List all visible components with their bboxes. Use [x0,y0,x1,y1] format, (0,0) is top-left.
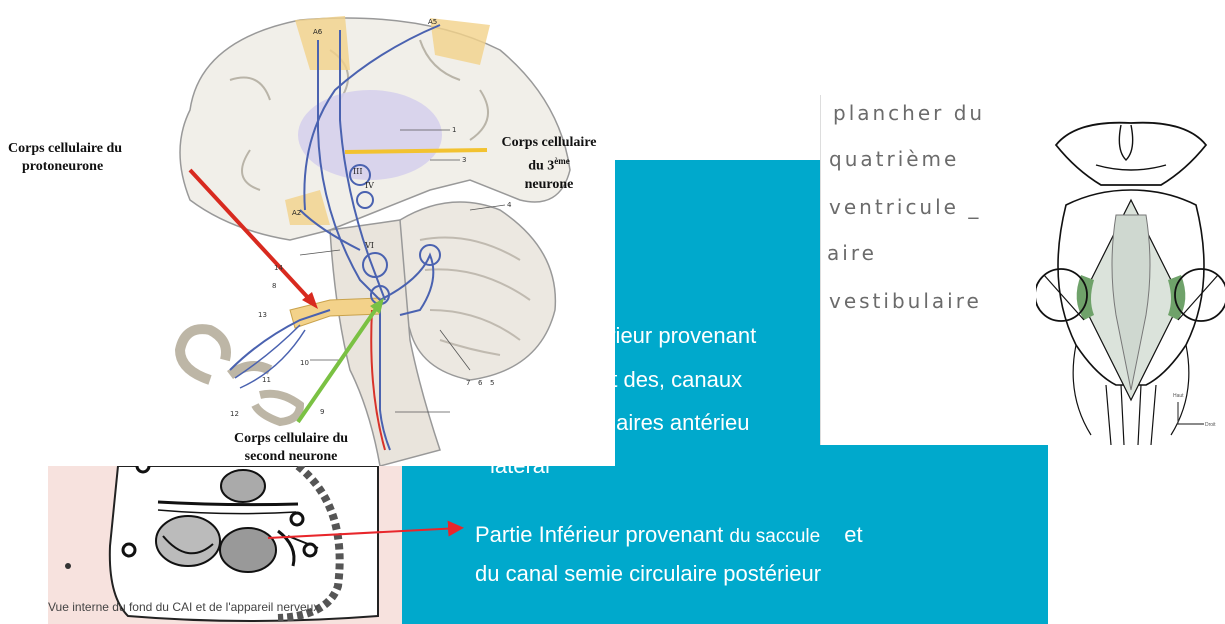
label-protoneuron-line1: Corps cellulaire du [8,140,188,158]
svg-text:12: 12 [230,410,239,418]
stem-word-1: plancher du [833,101,985,125]
label-third-neuron: Corps cellulaire du 3ème neurone [485,134,613,194]
svg-text:10: 10 [300,359,309,367]
svg-text:8: 8 [272,282,276,290]
marker-circle [137,466,149,472]
brain-illustration: A6 A5 A2 III IV VI 1 3 4 5 6 7 8 9 10 11… [0,10,615,466]
teal-text-lower-1-end: et [844,522,862,547]
stem-word-4: aire [827,241,877,265]
label-third-line3: neurone [485,176,613,194]
brainstem-illustration [1036,115,1225,445]
svg-text:11: 11 [262,376,271,384]
red-pointer-arrow [260,520,470,550]
label-third-sup: ème [554,156,570,166]
teal-text-line-1: érieur provenant [596,323,756,349]
label-third-line2: du 3 [528,159,554,174]
stem-word-2: quatrième [829,147,959,171]
vestibular-pathway-diagram: A6 A5 A2 III IV VI 1 3 4 5 6 7 8 9 10 11… [0,10,615,466]
teal-text-lower-2: du canal semie circulaire postérieur [475,561,821,587]
nerve-label-iii: III [353,167,362,176]
stem-word-5: vestibulaire [829,289,982,313]
teal-text-lower-1-main: Partie Inférieur provenant [475,522,729,547]
fourth-ventricle-panel: plancher du quatrième ventricule _ aire … [820,95,1225,445]
label-protoneuron: Corps cellulaire du protoneurone [8,140,188,176]
svg-text:5: 5 [490,379,494,387]
label-third-line1: Corps cellulaire [485,134,613,152]
teal-text-line-3: ulaires antérieu [599,410,749,436]
scale-label-right: Droit [1205,422,1216,428]
cai-caption: Vue interne du fond du CAI et de l'appar… [48,600,402,614]
svg-text:13: 13 [258,311,267,319]
svg-text:9: 9 [320,408,324,416]
teal-text-lower-1-small: du saccule [729,526,820,547]
area-label-a5: A5 [428,18,437,26]
label-second-neuron: Corps cellulaire du second neurone [206,430,376,466]
svg-text:7: 7 [466,379,470,387]
marker-circle [123,544,135,556]
svg-text:1: 1 [452,126,456,134]
stem-word-3: ventricule _ [829,195,981,219]
svg-text:3: 3 [462,156,466,164]
area-label-a2: A2 [292,209,301,217]
yellow-arrow [345,150,487,152]
label-second-line1: Corps cellulaire du [206,430,376,448]
area-label-a6: A6 [313,28,323,36]
scale-label-up: Haut [1173,393,1184,399]
teal-text-line-2: et des, canaux [599,367,742,393]
label-protoneuron-line2: protoneurone [8,158,188,176]
svg-text:4: 4 [507,201,512,209]
nerve-label-iv: IV [365,181,374,190]
label-second-line2: second neurone [206,448,376,466]
nerve-label-vi: VI [364,241,374,250]
svg-text:14: 14 [274,264,283,272]
svg-text:6: 6 [478,379,483,387]
teal-text-lower-1: Partie Inférieur provenant du saccule et [475,522,863,548]
